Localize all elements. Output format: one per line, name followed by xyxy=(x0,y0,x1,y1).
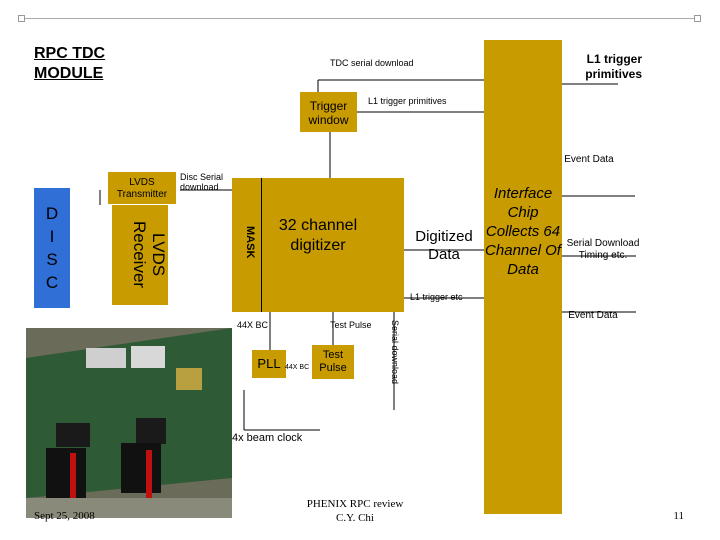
event-data-top-label: Event Data xyxy=(564,154,614,165)
interface-chip-block xyxy=(484,40,562,514)
disc-block xyxy=(34,188,70,308)
pll-label: PLL xyxy=(257,356,281,371)
l1-trigger-primitives-mid-label: L1 trigger primitives xyxy=(368,96,447,106)
four-x-bc-small-label: 44X BC xyxy=(285,364,310,371)
test-pulse-top-label: Test Pulse xyxy=(330,320,372,330)
event-data-bottom-label: Event Data xyxy=(568,310,618,321)
beam-clock-label: 4x beam clock xyxy=(232,432,303,444)
board-photo xyxy=(26,328,232,518)
test-pulse-block xyxy=(312,345,354,379)
footer-center: PHENIX RPC review C.Y. Chi xyxy=(300,497,410,525)
mask-label: MASK xyxy=(244,225,256,259)
digitized-data-label: Digitized Data xyxy=(415,228,473,263)
pll-block xyxy=(252,350,286,378)
l1-trigger-etc-label: L1 trigger etc xyxy=(410,292,463,302)
trigger-window-label: Trigger window xyxy=(308,99,349,127)
corner-marker xyxy=(694,15,701,22)
lvds-receiver-block xyxy=(112,205,168,305)
slide-title: RPC TDC MODULE xyxy=(34,45,106,82)
disc-serial-download-label: Disc Serial download xyxy=(180,172,224,192)
footer-center-line1: PHENIX RPC review xyxy=(306,498,404,510)
board-photo-drawing xyxy=(26,328,232,518)
digitizer-label: 32 channel digitizer xyxy=(278,217,358,254)
digitizer-block xyxy=(232,178,404,312)
mask-column xyxy=(232,178,262,312)
footer-center-line2: C.Y. Chi xyxy=(335,512,374,524)
four-x-bc-left-label: 44X BC xyxy=(237,320,269,330)
test-pulse-label: Test Pulse xyxy=(319,349,347,374)
disc-label: D I S C xyxy=(45,204,59,292)
top-rule xyxy=(22,18,698,19)
interface-chip-label: Interface Chip Collects 64 Channel Of Da… xyxy=(485,185,561,278)
serial-download-timing-label: Serial Download Timing etc. xyxy=(566,238,640,261)
tdc-serial-download-label: TDC serial download xyxy=(330,58,414,68)
lvds-transmitter-label: LVDS Transmitter xyxy=(116,177,168,200)
trigger-window-block xyxy=(300,92,357,132)
lvds-receiver-label: LVDS Receiver xyxy=(130,221,168,289)
page-number: 11 xyxy=(673,510,684,522)
lvds-transmitter-block xyxy=(108,172,176,204)
corner-marker xyxy=(18,15,25,22)
footer-date: Sept 25, 2008 xyxy=(34,510,95,522)
serial-download-vertical-label: Serial download xyxy=(390,320,400,385)
l1-trigger-primitives-top-label: L1 trigger primitives xyxy=(585,52,642,81)
